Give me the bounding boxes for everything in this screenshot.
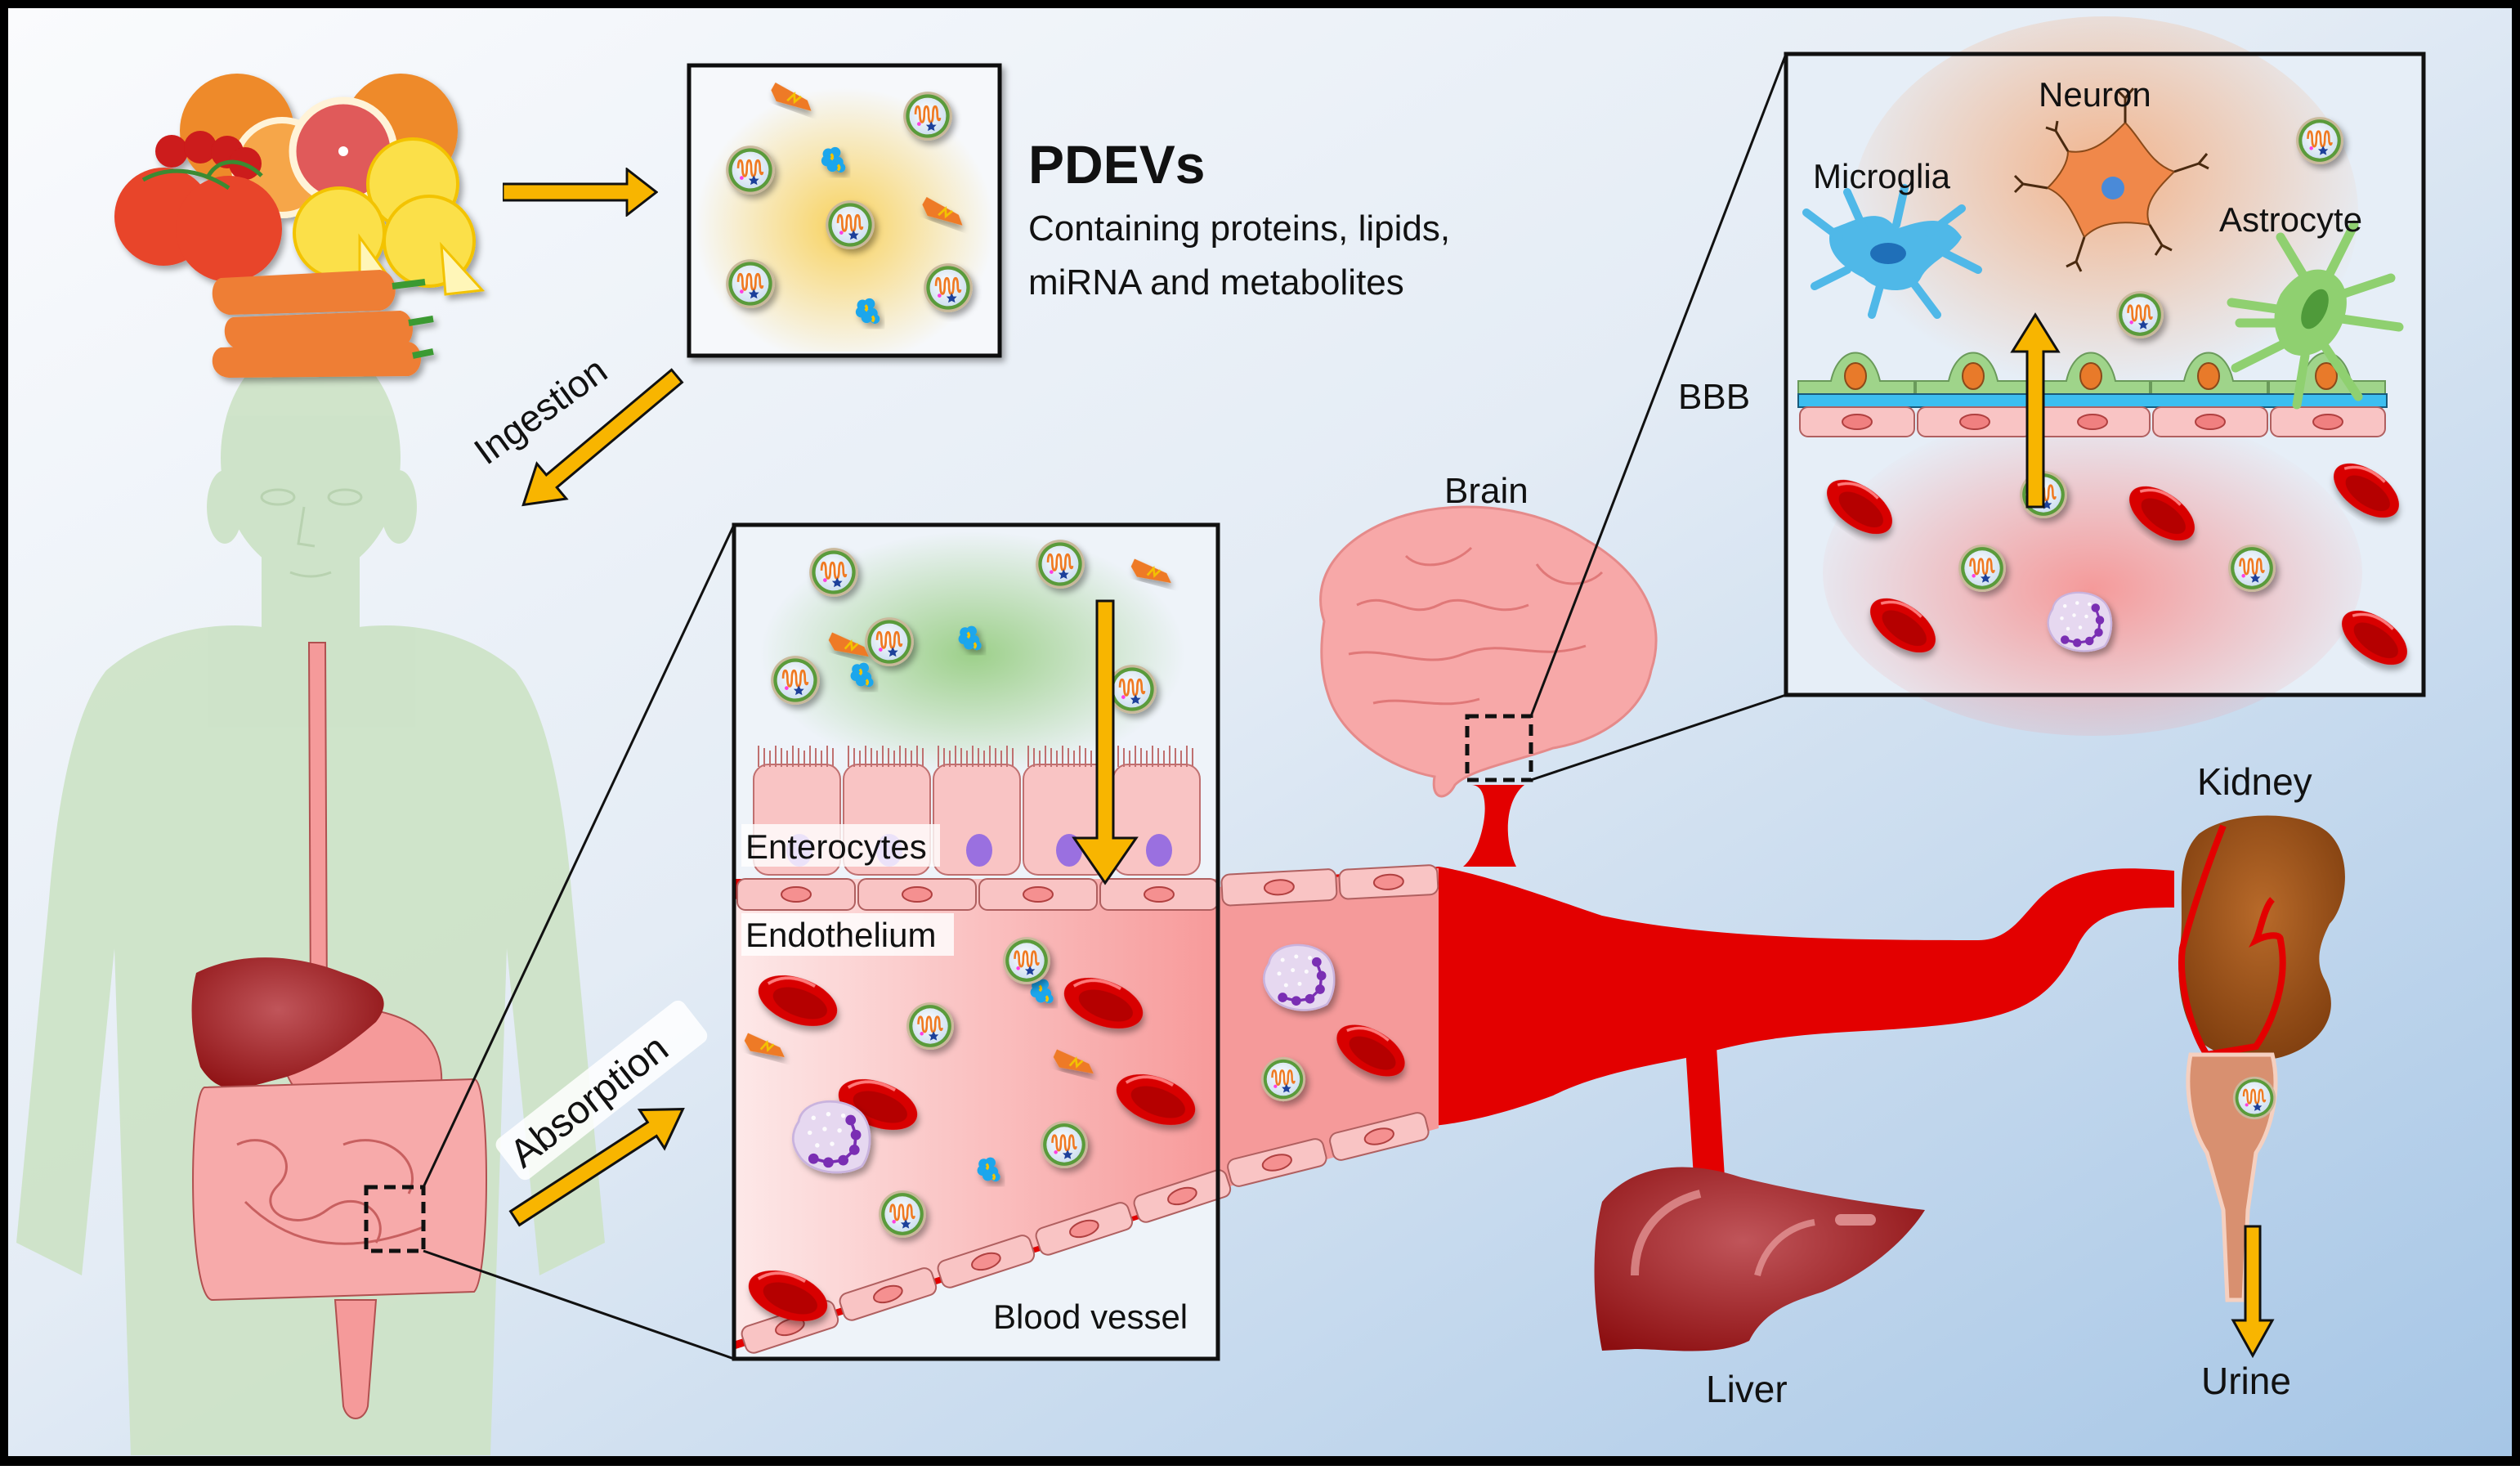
- arrow-urine: [2231, 1225, 2275, 1359]
- extracellular-vesicle-icon: [1039, 1119, 1090, 1170]
- neuron-label: Neuron: [2039, 75, 2151, 114]
- zoom-line: [1529, 53, 1788, 717]
- endothelial-cell: [1227, 1138, 1327, 1187]
- arrow-enterocyte-transport: [1072, 599, 1139, 885]
- astrocyte-endfoot-cell: [2033, 352, 2151, 395]
- extracellular-vesicle-icon: [769, 654, 821, 706]
- endothelium-label-group: Endothelium: [741, 913, 954, 956]
- arrow-bbb-crossing: [2010, 312, 2061, 509]
- brain-icon: [1319, 505, 1658, 798]
- pdevs-subtitle-line-2: miRNA and metabolites: [1028, 262, 1404, 303]
- extracellular-vesicle-icon: [863, 616, 915, 668]
- endothelial-cell: [1799, 406, 1915, 437]
- liver-label: Liver: [1706, 1368, 1788, 1410]
- zoom-line: [423, 1249, 735, 1360]
- urine-label: Urine: [2201, 1360, 2291, 1402]
- extracellular-vesicle-icon: [1260, 1055, 1307, 1103]
- endothelial-cell: [736, 878, 856, 911]
- arrow-food-to-pdevs: [503, 168, 658, 217]
- endothelial-cell: [1917, 406, 2033, 437]
- endothelial-cell: [1133, 1169, 1232, 1223]
- bbb-label: BBB: [1678, 377, 1750, 417]
- endothelial-cell: [978, 878, 1098, 911]
- extracellular-vesicle-icon: [724, 144, 777, 196]
- astrocyte-icon: [2227, 220, 2404, 410]
- liver-small: [191, 957, 384, 1089]
- leukocyte-icon: [1262, 943, 1336, 1012]
- astrocyte-label: Astrocyte: [2219, 200, 2362, 239]
- extracellular-vesicle-icon: [2294, 115, 2345, 166]
- bbb-detail-box: [1784, 16, 2426, 736]
- leukocyte-icon: [2047, 591, 2113, 652]
- extracellular-vesicle-icon: [2115, 289, 2165, 340]
- microglia-label: Microglia: [1813, 157, 1951, 195]
- kidney-label: Kidney: [2197, 760, 2312, 803]
- extracellular-vesicle-icon: [808, 546, 860, 598]
- extracellular-vesicle-icon: [2227, 543, 2277, 594]
- neuron-icon: [2013, 87, 2209, 272]
- endothelial-cell: [1329, 1112, 1430, 1161]
- extracellular-vesicle-icon: [824, 199, 876, 251]
- astrocyte-endfoot-cell: [1797, 352, 1915, 395]
- pdevs-title: PDEVs: [1028, 134, 1205, 195]
- microglia-icon: [1802, 184, 1982, 319]
- leukocyte-icon: [791, 1100, 871, 1174]
- extracellular-vesicle-icon: [1957, 543, 2007, 594]
- enterocyte-cell: [933, 746, 1021, 876]
- endothelial-cell: [2152, 406, 2268, 437]
- endothelial-cell: [1035, 1202, 1134, 1256]
- zoom-line: [422, 524, 736, 1188]
- face-features: [260, 488, 363, 578]
- arrow-ingestion: [521, 368, 684, 507]
- endothelial-cell: [1220, 868, 1338, 907]
- endothelial-cell: [2270, 406, 2386, 437]
- blood-vessel-network: [1226, 785, 2174, 1177]
- blood-vessel-tube: [1218, 864, 1439, 1190]
- blood-vessel-label: Blood vessel: [993, 1297, 1188, 1336]
- brain-label: Brain: [1444, 471, 1529, 511]
- astrocyte-endfoot-cell: [1915, 352, 2033, 395]
- intestine-zoom-box: [364, 1185, 426, 1253]
- endothelium-label: Endothelium: [745, 916, 936, 954]
- enterocyte-cell: [1112, 746, 1201, 876]
- arrow-absorption: [508, 1108, 685, 1227]
- zoom-line: [1530, 693, 1787, 782]
- pdev-box: [687, 63, 1002, 358]
- brain-zoom-box: [1465, 714, 1533, 782]
- extracellular-vesicle-icon: [902, 90, 954, 142]
- intestine-detail-box: [732, 522, 1232, 1361]
- extracellular-vesicle-icon: [1034, 538, 1086, 590]
- extracellular-vesicle-icon: [1001, 935, 1052, 986]
- endothelial-cell: [1099, 878, 1219, 911]
- extracellular-vesicle-icon: [724, 258, 777, 310]
- digestive-system: [191, 642, 487, 1419]
- extracellular-vesicle-icon: [877, 1189, 928, 1239]
- extracellular-vesicle-icon: [1106, 663, 1158, 715]
- endothelial-cell: [839, 1267, 938, 1321]
- endothelial-cell: [1338, 864, 1439, 900]
- enterocytes-label: Enterocytes: [745, 827, 927, 866]
- endothelial-cell: [937, 1235, 1036, 1288]
- vesicle-icon-urine: [2231, 1075, 2277, 1121]
- food-group-icon: [114, 74, 486, 378]
- enterocytes-label-group: Enterocytes: [741, 824, 940, 867]
- pdevs-subtitle-line-1: Containing proteins, lipids,: [1028, 208, 1450, 249]
- extracellular-vesicle-icon: [905, 1001, 956, 1051]
- extracellular-vesicle-icon: [922, 262, 974, 314]
- intestines: [192, 1078, 487, 1302]
- liver-icon: [1594, 1167, 1925, 1351]
- endothelial-cell: [857, 878, 977, 911]
- endothelial-cell: [2034, 406, 2151, 437]
- astrocyte-endfoot-cell: [2151, 352, 2268, 395]
